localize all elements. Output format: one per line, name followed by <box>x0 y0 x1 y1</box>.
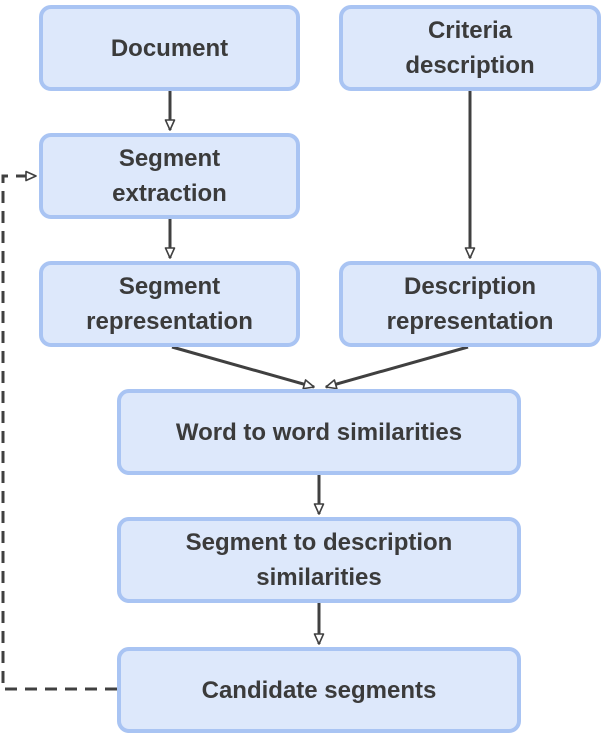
node-description-representation: Description representation <box>339 261 601 347</box>
node-segment-extraction-label: Segment extraction <box>112 145 227 207</box>
arrow-description-representation-to-word-similarities <box>325 345 469 390</box>
node-document-label: Document <box>110 34 229 62</box>
node-candidate-segments: Candidate segments <box>117 647 521 733</box>
node-segment-to-description-similarities-label: Segment to description similarities <box>185 529 453 591</box>
arrow-segment-representation-to-word-similarities <box>171 345 315 390</box>
feedback-loop-dashed-arrow <box>1 170 117 691</box>
node-segment-representation: Segment representation <box>39 261 300 347</box>
node-word-to-word-similarities: Word to word similarities <box>117 389 521 475</box>
node-word-to-word-similarities-label: Word to word similarities <box>175 418 463 446</box>
node-segment-representation-label: Segment representation <box>86 273 253 335</box>
node-segment-extraction: Segment extraction <box>39 133 300 219</box>
node-criteria-description-label: Criteria description <box>405 17 535 79</box>
node-segment-to-description-similarities: Segment to description similarities <box>117 517 521 603</box>
node-document: Document <box>39 5 300 91</box>
node-candidate-segments-label: Candidate segments <box>201 676 437 704</box>
node-criteria-description: Criteria description <box>339 5 601 91</box>
node-description-representation-label: Description representation <box>386 273 554 335</box>
